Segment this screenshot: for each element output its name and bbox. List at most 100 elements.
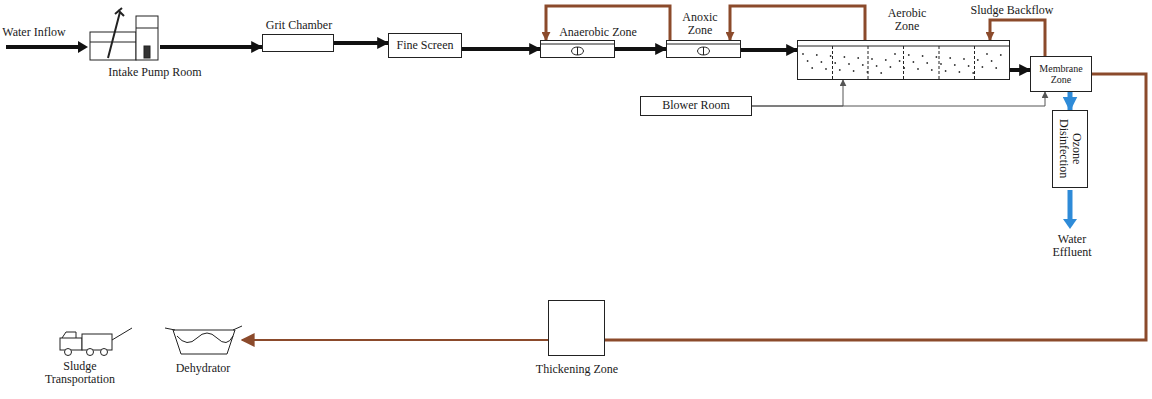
art-part	[903, 46, 904, 80]
bubble	[931, 69, 933, 71]
bubble	[913, 61, 915, 63]
bubble	[926, 62, 928, 64]
bubble	[936, 56, 938, 58]
bubble	[811, 67, 813, 69]
art-part	[868, 46, 869, 80]
art-part	[108, 8, 124, 58]
art-part	[82, 334, 112, 350]
art-part	[798, 41, 1010, 80]
node-label: Grit Chamber	[259, 19, 339, 32]
art-part	[136, 16, 158, 60]
bubble	[922, 55, 924, 57]
inflow-label: Water Inflow	[2, 26, 66, 39]
dehydrator: Dehydrator	[165, 326, 242, 356]
node-label: Blower Room	[643, 99, 749, 112]
art-part	[165, 326, 242, 330]
flow-connector	[730, 6, 865, 40]
bubble	[903, 67, 905, 69]
bubble	[995, 67, 997, 69]
bubble	[908, 54, 910, 56]
backflow-label: Sludge Backflow	[962, 4, 1062, 17]
anaerobic-tank-art	[540, 40, 615, 58]
art-part	[112, 328, 132, 340]
bubble	[972, 72, 974, 74]
bubble	[917, 68, 919, 70]
membrane-box: Membrane Zone	[1030, 56, 1092, 92]
node-label: Aerobic Zone	[876, 7, 938, 33]
bubble	[899, 60, 901, 62]
flow-connector	[1010, 68, 1030, 72]
dehydrator-art	[165, 326, 242, 356]
bubble	[857, 57, 859, 59]
bubble	[853, 70, 855, 72]
node-label: Membrane Zone	[1033, 63, 1089, 85]
flow-connector	[334, 41, 388, 45]
node-label: Fine Screen	[391, 39, 459, 52]
flow-connector	[741, 48, 797, 52]
effluent-arrowhead	[1063, 219, 1077, 229]
flow-connector	[1068, 92, 1073, 110]
flow-connector	[242, 339, 548, 341]
node-label: Anaerobic Zone	[552, 26, 644, 39]
bubble	[825, 68, 827, 70]
bubble	[848, 63, 850, 65]
art-part	[703, 47, 704, 55]
bubble	[885, 59, 887, 61]
bubble	[816, 54, 818, 56]
art-part	[60, 338, 82, 350]
node-label: Anoxic Zone	[674, 11, 726, 37]
art-part	[939, 46, 940, 80]
bubble	[968, 65, 970, 67]
wheel	[101, 349, 108, 356]
thickening-tank: Thickening Zone	[548, 300, 605, 356]
bubble	[880, 72, 882, 74]
pump-room: Intake Pump Room	[88, 8, 160, 62]
bubble	[844, 56, 846, 58]
bubble	[894, 53, 896, 55]
bubble	[982, 66, 984, 68]
flow-connector	[546, 6, 670, 40]
flow-connector	[160, 45, 262, 49]
aerobic-tank: Aerobic Zone	[797, 40, 1010, 80]
art-part	[832, 46, 833, 80]
anoxic-tank: Anoxic Zone	[666, 40, 741, 58]
bubble	[890, 66, 892, 68]
mixer	[572, 47, 584, 55]
node-label: Ozone Disinfection	[1057, 116, 1083, 182]
node-label: Dehydrator	[163, 362, 243, 375]
art-part	[667, 41, 741, 58]
sludge-truck-art	[58, 326, 132, 356]
bubble	[830, 55, 832, 57]
art-part	[541, 41, 615, 58]
wheel	[87, 349, 94, 356]
bubble	[867, 71, 869, 73]
art-part	[144, 46, 150, 58]
bubble	[802, 53, 804, 55]
bubble	[839, 69, 841, 71]
art-part	[90, 28, 158, 42]
aerobic-tank-art	[797, 40, 1010, 80]
blower-room: Blower Room	[640, 96, 752, 116]
sludge-truck: Sludge Transportation	[58, 326, 132, 356]
art-part	[62, 332, 76, 338]
art-part	[177, 333, 233, 343]
bubble	[876, 65, 878, 67]
bubble	[954, 64, 956, 66]
free-arrows	[6, 41, 1077, 229]
grit-chamber: Grit Chamber	[262, 34, 334, 52]
art-part	[667, 44, 741, 45]
process-box: Fine Screen	[388, 33, 462, 58]
flow-connector	[462, 47, 540, 51]
bubble	[949, 57, 951, 59]
effluent-label: Water Effluent	[1044, 233, 1100, 259]
bubble	[986, 53, 988, 55]
art-part	[974, 46, 975, 80]
bubble	[1000, 54, 1002, 56]
pump-room-art	[88, 8, 160, 62]
inflow-arrow	[6, 45, 78, 49]
art-part	[577, 47, 578, 55]
flow-connector	[615, 47, 666, 51]
effluent-arrow	[1068, 190, 1073, 220]
ozone-box: Ozone Disinfection	[1052, 110, 1088, 188]
node-label: Intake Pump Room	[100, 66, 210, 79]
